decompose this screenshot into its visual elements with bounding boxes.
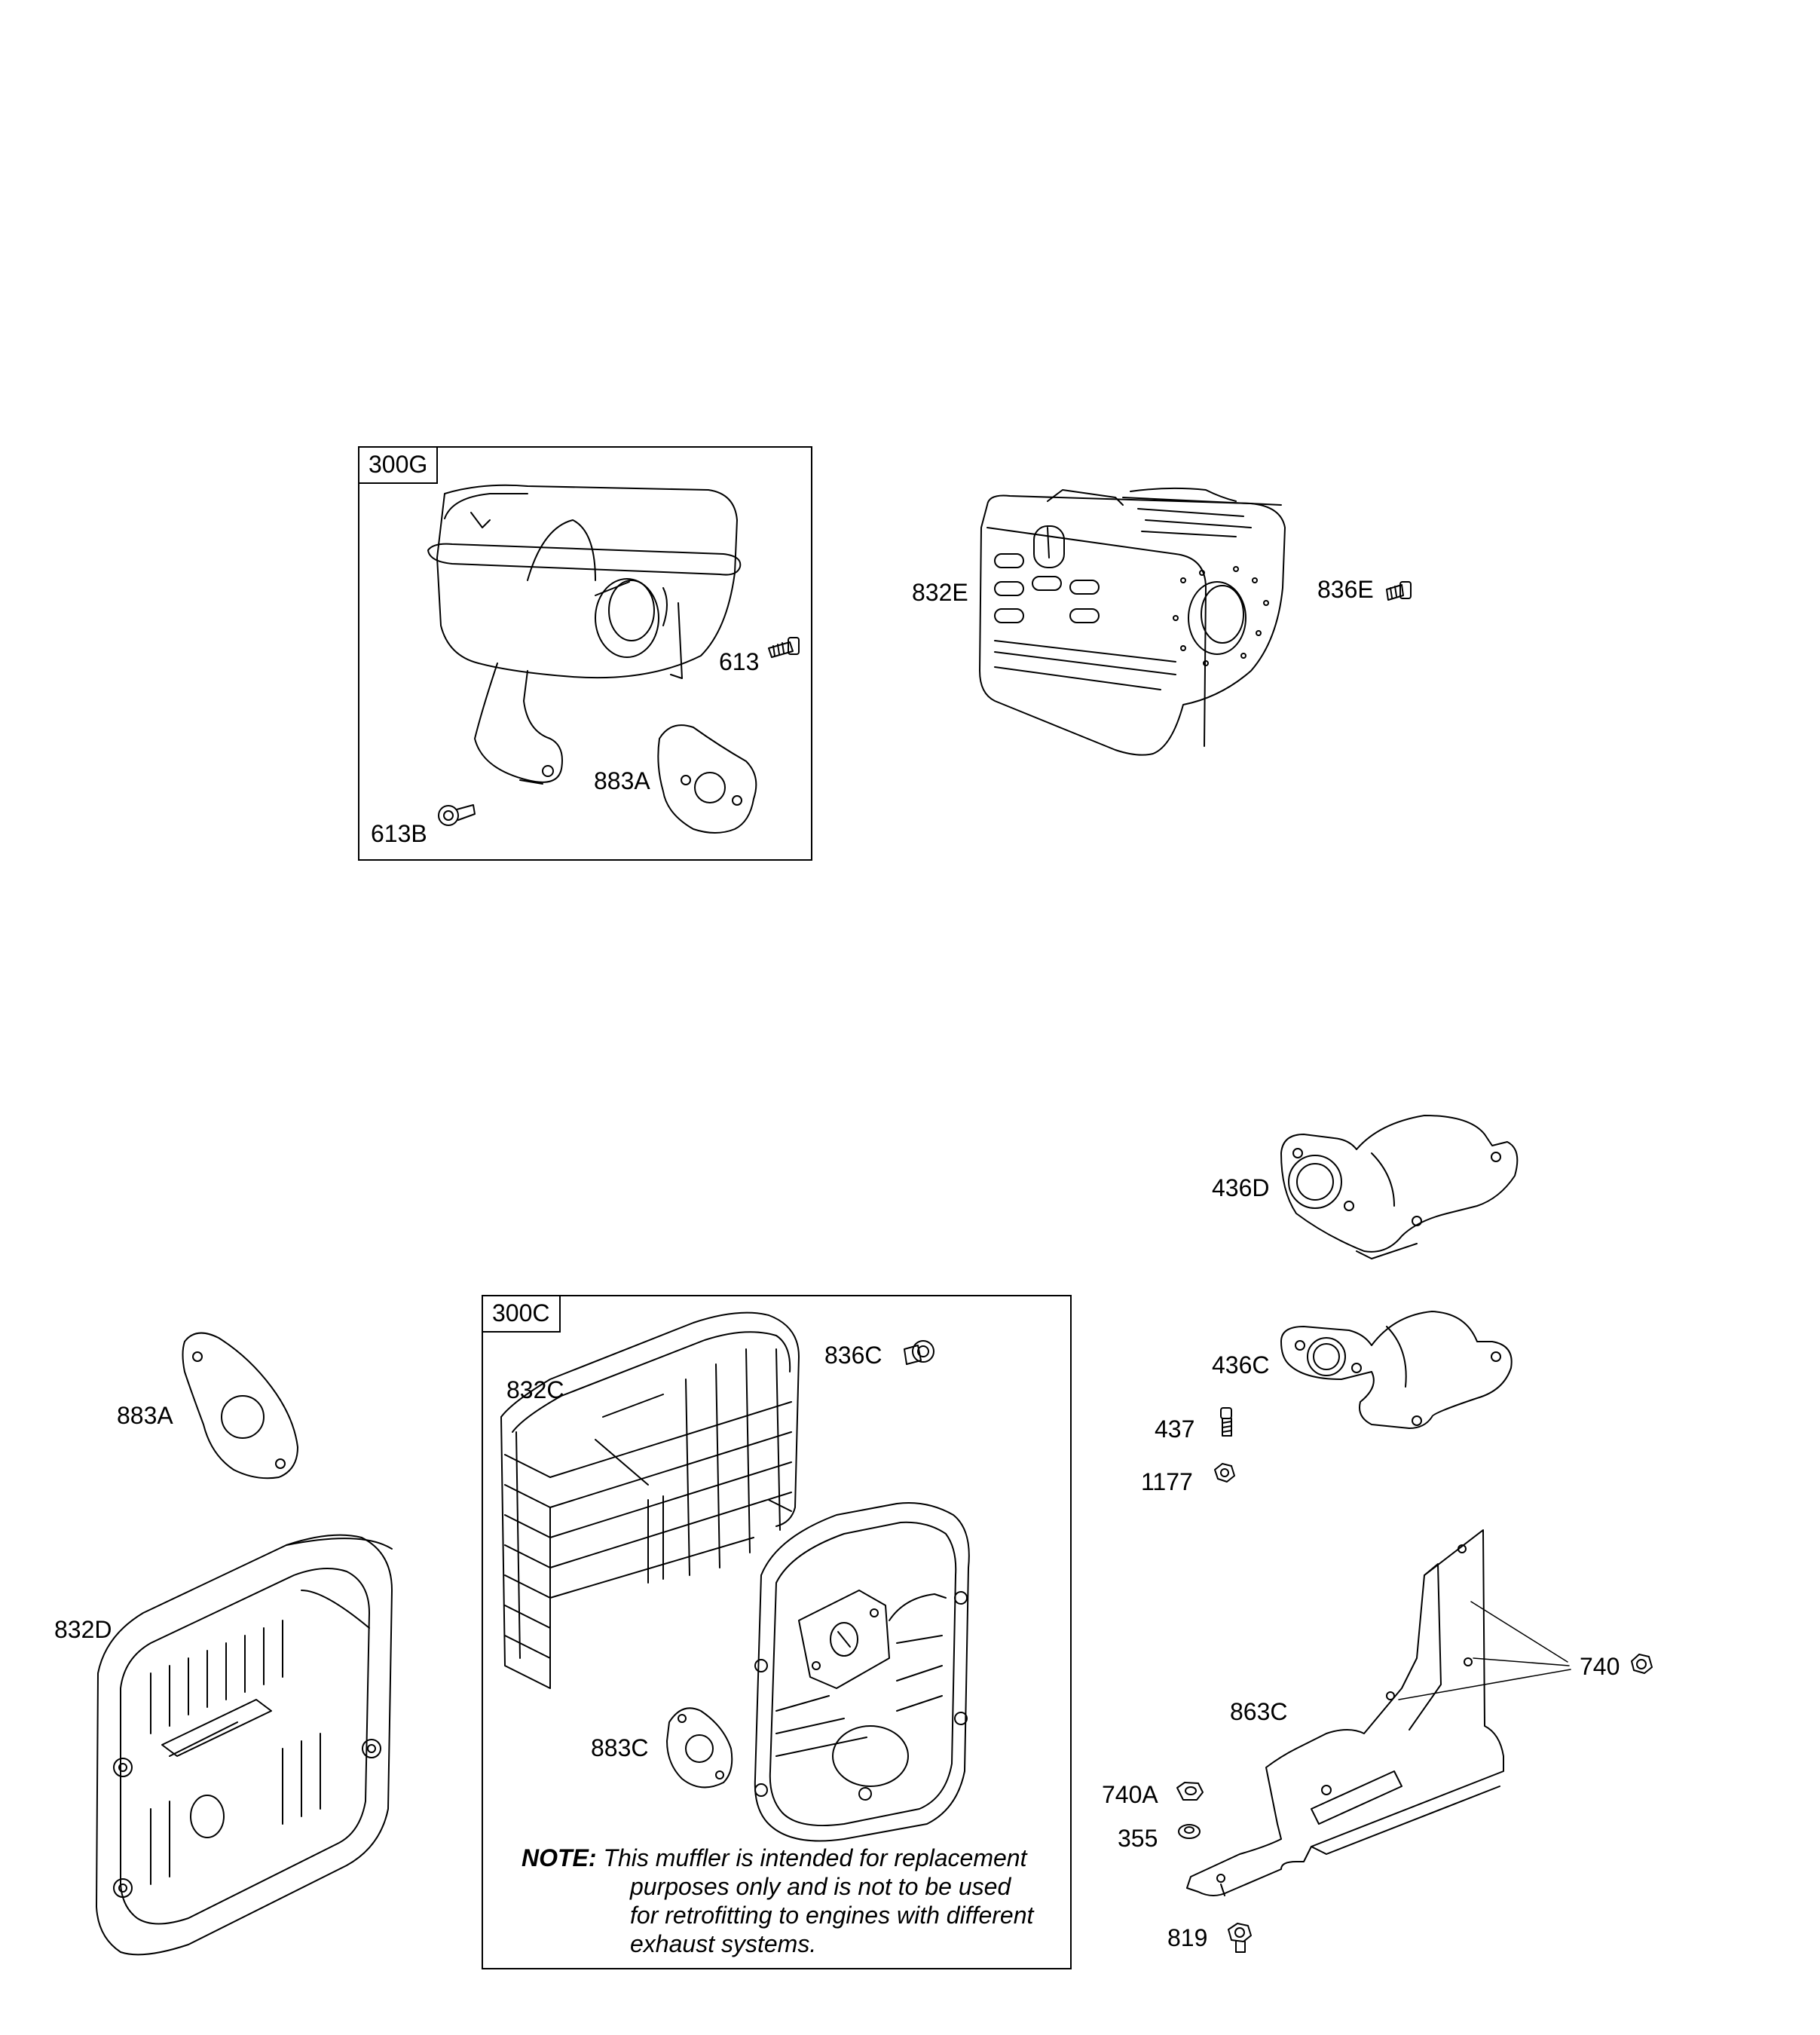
gasket-883a-left xyxy=(182,1332,298,1480)
leader-740 xyxy=(1398,1601,1571,1700)
note-heading: NOTE: xyxy=(522,1844,597,1871)
label-740a: 740A xyxy=(1102,1781,1158,1808)
heat-shield-832e xyxy=(979,487,1286,756)
label-613b: 613B xyxy=(371,820,427,847)
label-832c: 832C xyxy=(506,1376,564,1403)
gasket-883a-top xyxy=(657,724,757,834)
label-836e: 836E xyxy=(1317,576,1374,603)
label-883a-left: 883A xyxy=(117,1402,173,1429)
label-836c: 836C xyxy=(824,1342,882,1369)
bolt-437-icon xyxy=(1220,1407,1232,1437)
note-line-3: for retrofitting to engines with differe… xyxy=(630,1902,1034,1929)
label-740: 740 xyxy=(1580,1653,1620,1680)
label-832d: 832D xyxy=(54,1616,112,1643)
label-436c: 436C xyxy=(1212,1351,1270,1379)
label-883a-top: 883A xyxy=(594,767,650,794)
elbow-436c xyxy=(1280,1311,1513,1429)
screw-836e-icon xyxy=(1386,581,1412,601)
replacement-note: NOTE: This muffler is intended for repla… xyxy=(522,1844,1057,1958)
screw-613-icon xyxy=(768,637,800,658)
wire-guard-832c xyxy=(500,1311,800,1689)
washer-355-icon xyxy=(1178,1824,1201,1839)
bolt-819-icon xyxy=(1228,1923,1252,1953)
screw-836c-icon xyxy=(904,1340,934,1365)
bracket-863c xyxy=(1186,1529,1504,1896)
muffler-300g xyxy=(427,484,742,785)
nut-1177-icon xyxy=(1214,1463,1235,1483)
note-line-2: purposes only and is not to be used xyxy=(630,1873,1011,1900)
label-863c: 863C xyxy=(1230,1698,1288,1725)
kit-300c-label: 300C xyxy=(483,1296,561,1333)
gasket-883c xyxy=(666,1707,733,1789)
muffler-guard-832d xyxy=(96,1534,393,1956)
nut-740-icon xyxy=(1631,1654,1653,1674)
muffler-300c xyxy=(754,1502,970,1842)
note-line-1: This muffler is intended for replacement xyxy=(603,1844,1027,1871)
elbow-436d xyxy=(1280,1115,1519,1259)
nut-740a-icon xyxy=(1176,1782,1204,1801)
kit-300g-label: 300G xyxy=(359,448,439,484)
kit-300c-frame: 300C xyxy=(482,1295,1072,1969)
label-832e: 832E xyxy=(912,579,968,606)
label-819: 819 xyxy=(1167,1924,1208,1951)
label-437: 437 xyxy=(1155,1415,1195,1443)
screw-613b-icon xyxy=(438,804,476,826)
label-355: 355 xyxy=(1118,1825,1158,1852)
label-1177: 1177 xyxy=(1141,1468,1193,1495)
note-line-4: exhaust systems. xyxy=(630,1930,817,1957)
label-613: 613 xyxy=(719,648,760,675)
label-883c: 883C xyxy=(591,1734,649,1761)
label-436d: 436D xyxy=(1212,1174,1270,1201)
kit-300g-frame: 300G xyxy=(358,446,812,861)
